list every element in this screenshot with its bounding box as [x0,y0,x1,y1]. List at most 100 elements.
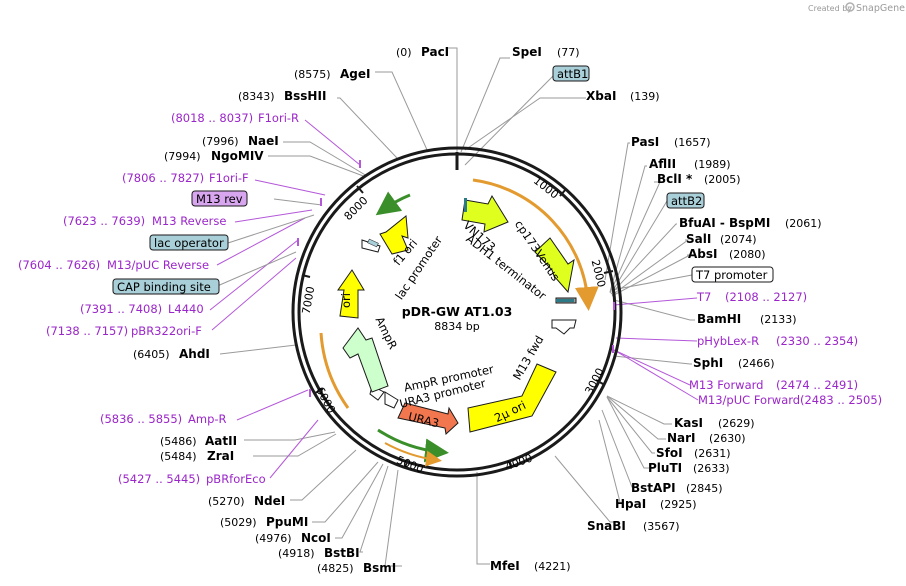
svg-text:PpuMI: PpuMI [266,515,308,529]
svg-text:PacI: PacI [421,45,449,59]
svg-text:F1ori-F: F1ori-F [209,171,249,185]
svg-text:(139): (139) [630,90,660,103]
svg-text:AgeI: AgeI [340,67,370,81]
tick-2000: 2000 [589,258,608,288]
svg-text:SfoI: SfoI [656,446,683,460]
svg-text:(7806 .. 7827): (7806 .. 7827) [122,171,204,185]
svg-text:F1ori-R: F1ori-R [258,111,299,125]
svg-text:NarI: NarI [667,431,696,445]
enzyme-bamhi: BamHI(2133) [697,312,797,326]
primer-t7: T7 (2108 .. 2127) [696,290,807,304]
svg-text:M13 Reverse: M13 Reverse [152,214,226,228]
svg-text:KasI: KasI [674,416,703,430]
svg-text:M13 rev: M13 rev [196,192,243,206]
svg-text:(2466): (2466) [738,357,775,370]
enzyme-pasi: PasI (1657) [631,135,711,149]
svg-text:(5836 .. 5855): (5836 .. 5855) [100,412,182,426]
svg-text:(8575): (8575) [294,68,331,81]
svg-text:(1989): (1989) [694,158,731,171]
svg-text:(2629): (2629) [718,417,755,430]
svg-text:(2330 .. 2354): (2330 .. 2354) [776,334,858,348]
enzyme-bfuai-bspmi: BfuAI - BspMI(2061) [679,216,822,230]
tick-3000: 3000 [582,366,607,397]
enzyme-xbai: XbaI(139) [586,89,660,103]
svg-text:M13/pUC Forward: M13/pUC Forward [698,393,800,407]
svg-text:(2005): (2005) [704,173,741,186]
enzyme-naei: (7996)NaeI [202,134,279,148]
svg-text:BssHII: BssHII [284,89,326,103]
svg-text:(6405): (6405) [133,348,170,361]
svg-text:(7138 .. 7157): (7138 .. 7157) [46,324,128,338]
svg-text:(4976): (4976) [255,532,292,545]
svg-text:HpaI: HpaI [615,497,646,511]
enzyme-aatii: (5486)AatII [160,434,237,448]
svg-text:SphI: SphI [693,356,723,370]
svg-text:ZraI: ZraI [207,449,234,463]
svg-text:attB2: attB2 [671,194,702,208]
svg-text:(2925): (2925) [660,498,697,511]
svg-text:M13 Forward: M13 Forward [689,378,763,392]
svg-text:PasI: PasI [631,135,659,149]
svg-text:(2133): (2133) [760,313,797,326]
tick-1000: 1000 [531,174,561,201]
primer-f1ori-r: (8018 .. 8037) F1ori-R [171,111,299,125]
feature-f1ori-arrow [379,215,409,255]
plasmid-size: 8834 bp [434,320,479,333]
feature-ampr-arrow [342,327,389,393]
svg-text:Amp-R: Amp-R [188,412,227,426]
svg-text:pBR322ori-F: pBR322ori-F [131,324,202,338]
enzyme-paci: (0)PacI [396,45,449,59]
feature-ura3-promoter [384,391,399,409]
enzyme-bsshii: (8343) BssHII [238,89,326,103]
enzyme-ndei: (5270)NdeI [208,494,285,508]
svg-text:(4825): (4825) [317,562,354,575]
svg-text:(5029): (5029) [220,516,257,529]
svg-text:MfeI: MfeI [490,559,520,573]
primer-l4440: (7391 .. 7408) L4440 [80,302,204,316]
svg-text:(4918): (4918) [278,547,315,560]
enzyme-nari: NarI(2630) [667,431,746,445]
enzyme-sali: SalI(2074) [686,232,757,246]
label-ori: ori [339,293,353,308]
enzyme-pluti: PluTI(2633) [648,461,730,475]
svg-text:NaeI: NaeI [248,134,279,148]
enzyme-ncoi: (4976)NcoI [255,531,331,545]
enzyme-aflii: AflII (1989) [649,157,731,171]
svg-text:lac operator: lac operator [154,236,224,250]
svg-text:AflII: AflII [649,157,676,171]
feature-leader-lines [214,73,693,293]
enzyme-bstapi: BstAPI(2845) [631,481,723,495]
feature-ura3-arrow [397,402,459,435]
svg-text:attB1: attB1 [557,67,588,81]
svg-text:SpeI: SpeI [512,45,542,59]
enzyme-snabi: SnaBI(3567) [587,519,680,533]
primer-pbrforeco: (5427 .. 5445)pBRforEco [118,472,266,486]
svg-text:AbsI: AbsI [688,247,717,261]
svg-text:T7: T7 [696,290,711,304]
green-arc-bottom [377,428,449,463]
svg-text:T7 promoter: T7 promoter [695,268,768,282]
box-attb2: attB2 [666,192,705,209]
svg-text:(8343): (8343) [238,90,275,103]
svg-text:(1657): (1657) [674,136,711,149]
enzyme-agei: (8575) AgeI [294,67,370,81]
svg-text:(8018 .. 8037): (8018 .. 8037) [171,111,253,125]
svg-text:(3567): (3567) [643,520,680,533]
svg-text:(2074): (2074) [720,233,757,246]
svg-text:(2080): (2080) [729,248,766,261]
primer-amp-r: (5836 .. 5855) Amp-R [100,412,227,426]
svg-text:(2483 .. 2505): (2483 .. 2505) [800,393,882,407]
svg-text:(2108 .. 2127): (2108 .. 2127) [725,290,807,304]
svg-text:L4440: L4440 [168,302,204,316]
svg-text:(77): (77) [557,46,580,59]
svg-text:pHybLex-R: pHybLex-R [697,334,759,348]
svg-text:pBRforEco: pBRforEco [206,472,266,486]
created-by-label: Created by [808,4,852,13]
label-ampr: AmpR [373,314,401,351]
svg-text:(7623 .. 7639): (7623 .. 7639) [63,214,145,228]
svg-text:(7391 .. 7408): (7391 .. 7408) [80,302,162,316]
enzyme-mfei: MfeI(4221) [490,559,571,573]
feature-ori-arrow [337,269,365,319]
svg-text:(5484): (5484) [160,450,197,463]
feature-m13fwd-arrow [551,319,577,335]
